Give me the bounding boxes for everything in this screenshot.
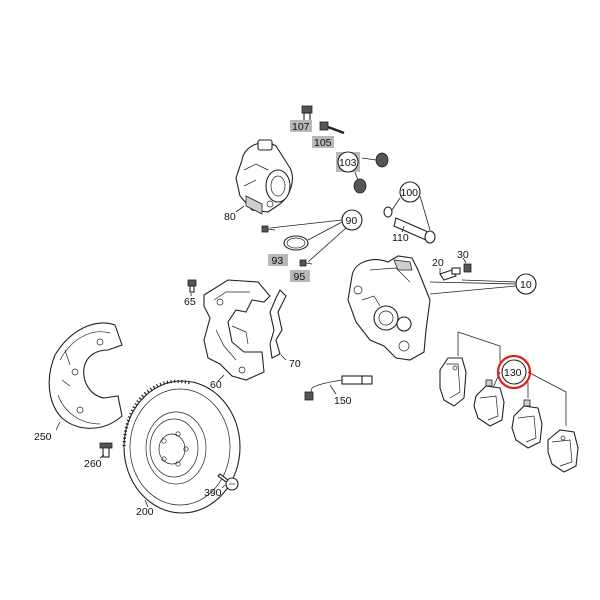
motor-screw-lower[interactable] (299, 259, 313, 267)
motor-screw-upper[interactable] (261, 225, 276, 233)
brake-pad-4[interactable] (547, 429, 579, 473)
label-105: 105 (314, 137, 332, 149)
o-ring[interactable] (283, 235, 309, 251)
bleeder-cap[interactable] (463, 263, 472, 273)
callout-100[interactable] (399, 181, 421, 203)
label-100: 100 (401, 187, 419, 199)
label-30: 30 (457, 249, 469, 261)
callout-90[interactable] (341, 209, 363, 231)
brake-caliper[interactable] (347, 255, 431, 361)
brake-disc[interactable] (122, 379, 241, 514)
dust-cap[interactable] (353, 152, 389, 194)
label-200: 200 (136, 506, 154, 518)
label-130: 130 (504, 367, 522, 379)
brake-pad-1[interactable] (439, 357, 467, 407)
callout-103[interactable] (337, 151, 359, 173)
wear-sensor[interactable] (304, 375, 373, 401)
label-60: 60 (210, 379, 222, 391)
brake-pad-3[interactable] (511, 399, 543, 449)
callout-130[interactable] (501, 359, 527, 385)
label-250: 250 (34, 431, 52, 443)
caliper-motor[interactable] (235, 139, 293, 215)
highlight-ring-130 (496, 354, 532, 390)
brake-pad-2[interactable] (473, 379, 505, 427)
label-260: 260 (84, 458, 102, 470)
label-103: 103 (339, 157, 357, 169)
bleed-screw[interactable] (301, 105, 313, 123)
label-110: 110 (392, 232, 409, 244)
tag-107 (290, 120, 312, 132)
label-390: 390 (204, 487, 222, 499)
tag-95 (290, 270, 310, 282)
guide-pin[interactable] (319, 121, 345, 135)
label-95: 95 (294, 271, 306, 283)
label-10: 10 (520, 279, 532, 291)
label-150: 150 (334, 395, 352, 407)
shield-bolt[interactable] (99, 442, 113, 458)
label-20: 20 (432, 257, 444, 269)
bleeder-valve[interactable] (439, 267, 461, 281)
tag-93 (268, 254, 288, 266)
label-80: 80 (224, 211, 236, 223)
carrier-bolt[interactable] (187, 279, 197, 293)
disc-screw[interactable] (217, 473, 239, 491)
label-70: 70 (289, 358, 301, 370)
tag-105 (312, 136, 334, 148)
label-65: 65 (184, 296, 196, 308)
label-93: 93 (272, 255, 284, 267)
spring-clip[interactable] (269, 289, 287, 359)
label-107: 107 (292, 121, 310, 133)
splash-shield[interactable] (48, 322, 123, 429)
guide-bolt-kit[interactable] (383, 206, 436, 244)
caliper-carrier[interactable] (203, 279, 271, 381)
label-90: 90 (346, 215, 358, 227)
callout-10[interactable] (515, 273, 537, 295)
